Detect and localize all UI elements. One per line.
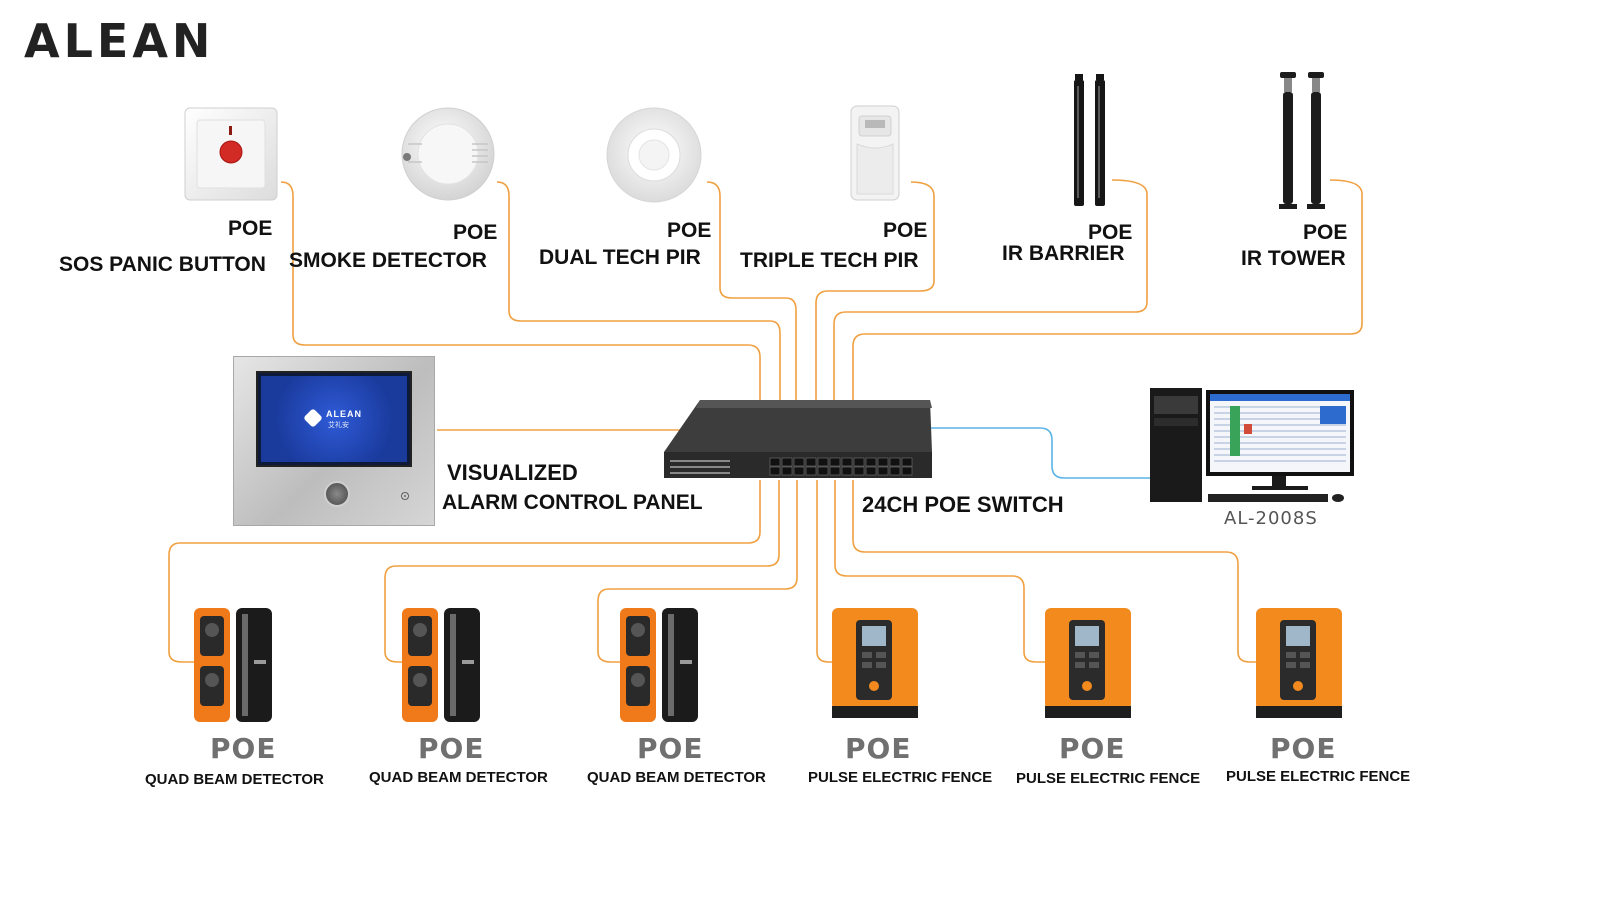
device-poe-label: POE (453, 221, 498, 244)
device-poe-label: POE (845, 732, 912, 765)
wire-triple-pir (815, 181, 935, 405)
brand-logo: ALEAN (24, 14, 215, 68)
device-name-label: SMOKE DETECTOR (289, 249, 487, 272)
wire-ir-tower (852, 179, 1363, 405)
electric-fence-energizer-icon (832, 608, 918, 718)
wire-quad-beam-2 (384, 480, 780, 663)
panel-speaker-icon (400, 491, 410, 501)
device-name-label: SOS PANIC BUTTON (59, 253, 266, 276)
panic-button-icon (184, 107, 278, 201)
device-name-label: DUAL TECH PIR (539, 246, 701, 269)
device-name-label: PULSE ELECTRIC FENCE (808, 769, 993, 786)
device-poe-label: POE (1088, 221, 1133, 244)
ir-tower-icon (1279, 72, 1325, 209)
wire-panic-button (280, 181, 761, 405)
device-name-label: IR TOWER (1241, 247, 1346, 270)
workstation-computer-icon (1150, 388, 1354, 502)
device-poe-label: POE (637, 732, 704, 765)
wire-dual-pir (706, 181, 797, 405)
panel-screen: ALEAN 艾礼安 (256, 371, 412, 467)
alarm-control-panel: ALEAN 艾礼安 (233, 356, 435, 526)
panel-label-line1: VISUALIZED (447, 460, 578, 485)
panel-label-line2: ALARM CONTROL PANEL (442, 491, 703, 514)
device-name-label: PULSE ELECTRIC FENCE (1226, 768, 1411, 785)
wire-quad-beam-3 (597, 480, 798, 663)
device-poe-label: POE (667, 219, 712, 242)
device-name-label: IR BARRIER (1002, 242, 1125, 265)
device-poe-label: POE (883, 219, 928, 242)
panel-camera-icon (324, 481, 350, 507)
smoke-detector-icon (401, 107, 495, 201)
wire-smoke-detector (496, 181, 781, 405)
device-name-label: QUAD BEAM DETECTOR (145, 771, 324, 788)
panel-screen-subtitle: 艾礼安 (328, 421, 349, 429)
panel-screen-logo: ALEAN (326, 409, 362, 419)
electric-fence-energizer-icon (1256, 608, 1342, 718)
wire-workstation (912, 427, 1150, 479)
device-name-label: QUAD BEAM DETECTOR (587, 769, 766, 786)
device-poe-label: POE (1270, 732, 1337, 765)
device-poe-label: POE (210, 732, 277, 765)
workstation-model-label: AL-2008S (1224, 508, 1318, 529)
triple-tech-pir-icon (850, 105, 900, 201)
device-poe-label: POE (418, 732, 485, 765)
switch-label: 24CH POE SWITCH (862, 492, 1064, 517)
device-poe-label: POE (1059, 732, 1126, 765)
quad-beam-detector-icon (402, 608, 480, 722)
wire-fence-3 (852, 480, 1260, 663)
wire-quad-beam-1 (168, 480, 761, 663)
poe-switch-icon (664, 400, 932, 478)
wire-fence-1 (816, 480, 836, 663)
device-name-label: PULSE ELECTRIC FENCE (1016, 770, 1201, 787)
quad-beam-detector-icon (620, 608, 698, 722)
device-poe-label: POE (228, 217, 273, 240)
quad-beam-detector-icon (194, 608, 272, 722)
device-name-label: TRIPLE TECH PIR (740, 249, 919, 272)
wire-fence-2 (834, 480, 1048, 663)
ir-barrier-icon (1074, 74, 1105, 206)
device-poe-label: POE (1303, 221, 1348, 244)
device-name-label: QUAD BEAM DETECTOR (369, 769, 548, 786)
wire-ir-barrier (833, 179, 1148, 405)
electric-fence-energizer-icon (1045, 608, 1131, 718)
dual-tech-pir-icon (606, 107, 702, 203)
